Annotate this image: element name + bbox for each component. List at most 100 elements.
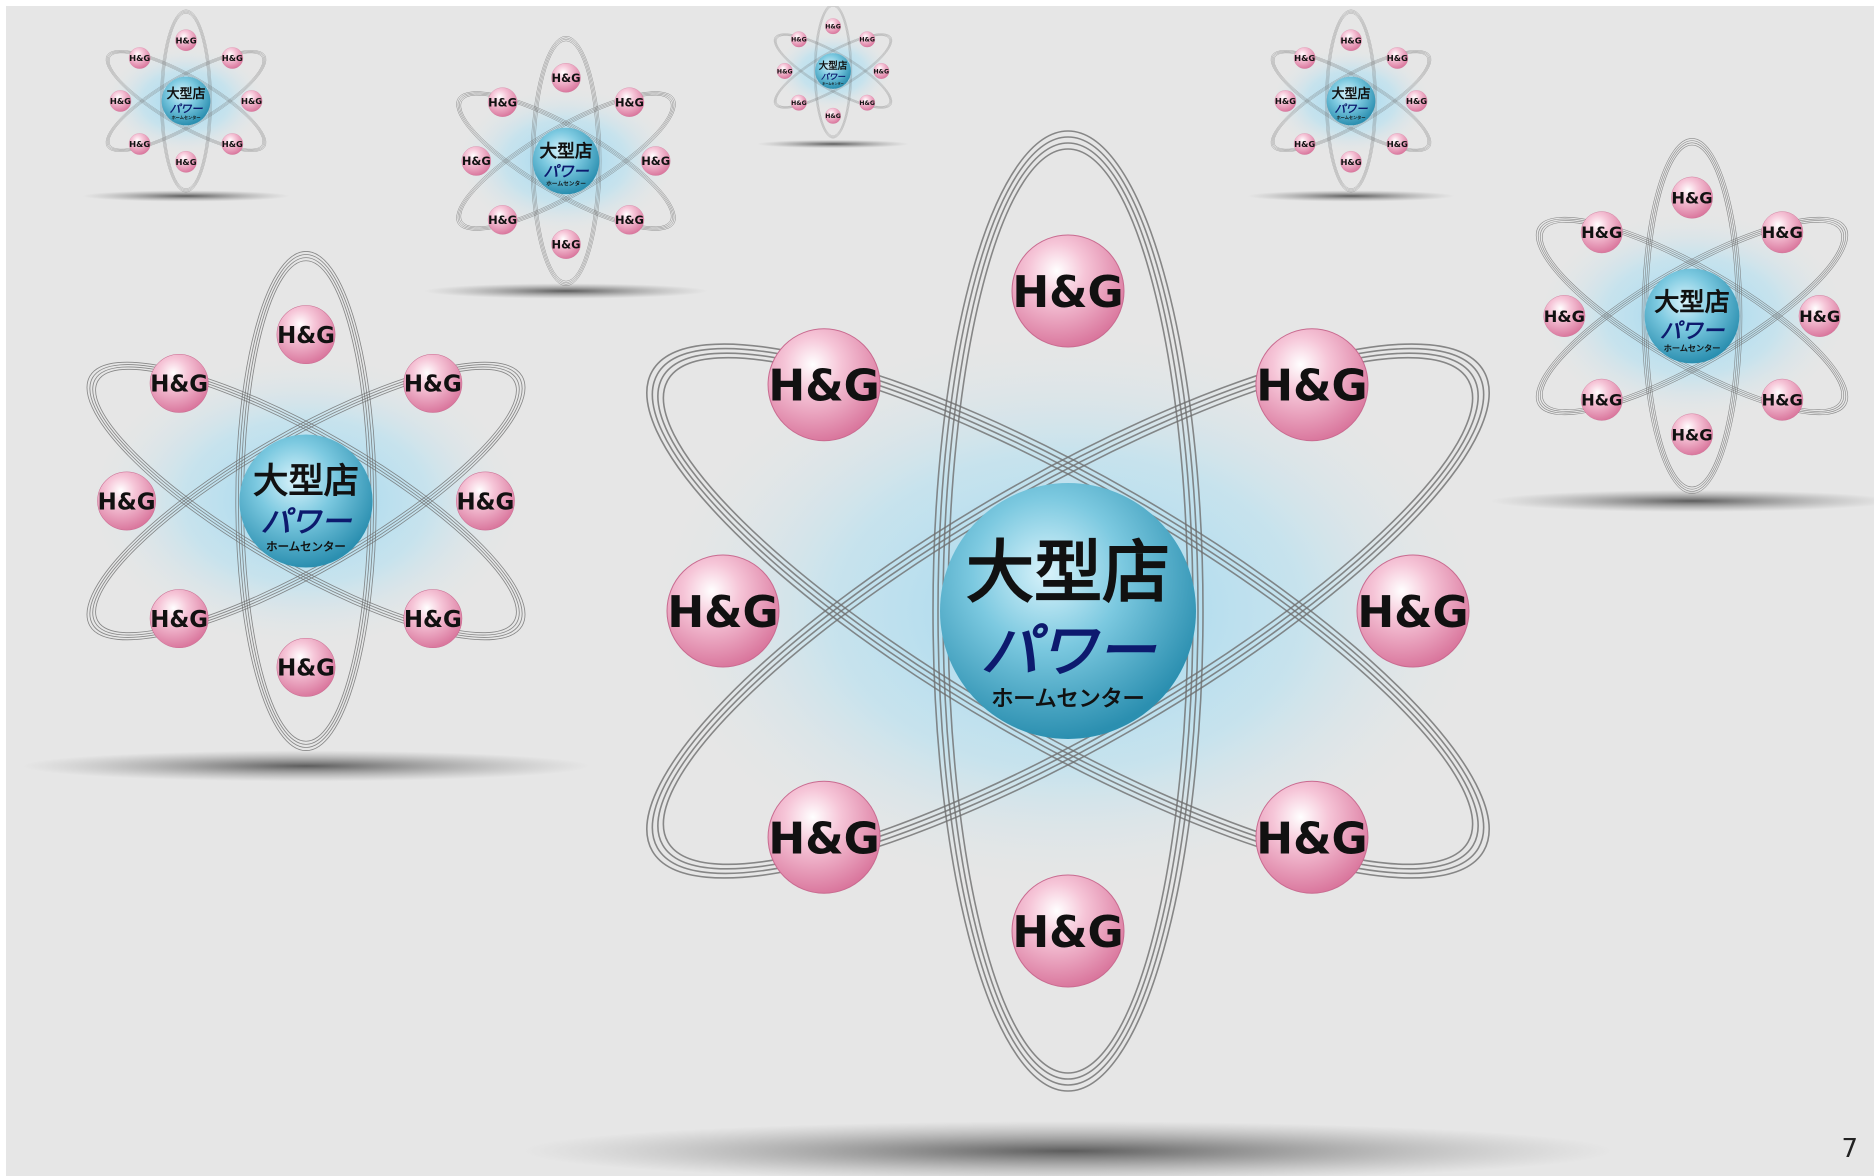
nucleus-sphere [940,483,1196,739]
electron-label: H&G [859,37,875,44]
nucleus-title: 大型店 [1332,86,1371,102]
orbit-ring [1270,50,1432,152]
orbit-ring [774,34,892,108]
electron-ball [128,133,151,155]
nucleus-title: 大型店 [1654,287,1729,316]
orbit-ring [814,6,852,138]
electron-label: H&G [641,154,670,168]
electron-sphere: H&G [1761,211,1804,254]
electron-ball [776,63,793,79]
electron-sphere: H&G [221,47,244,69]
orbit-ring [1537,218,1847,414]
atom-shadow [1247,190,1455,202]
nucleus-sphere [1326,76,1376,126]
electron-ball [859,94,876,111]
electron-sphere: H&G [1386,47,1409,69]
electron-sphere: H&G [461,146,491,176]
electron-label: H&G [768,813,879,864]
electron-sphere: H&G [1293,133,1316,155]
electron-label: H&G [175,157,196,167]
electron-ball [403,589,463,649]
electron-label: H&G [456,489,514,515]
electron-label: H&G [859,100,875,107]
electron-ball [456,471,515,531]
electron-label: H&G [1256,813,1367,864]
electron-sphere: H&G [790,94,807,111]
nucleus-sphere [815,53,851,89]
electron-sphere: H&G [487,87,518,117]
electron-sphere: H&G [825,18,841,35]
electron-label: H&G [241,96,262,106]
orbit-ring [105,50,267,152]
electron-sphere: H&G [873,63,890,79]
orbit-ring [646,343,1490,879]
nucleus-sphere [1644,268,1740,364]
electron-sphere: H&G [825,107,841,124]
orbit-ring [1270,50,1432,152]
electron-label: H&G [1256,361,1367,412]
electron-ball [487,205,518,235]
electron-ball [109,90,132,112]
orbit-ring [86,361,526,641]
electron-label: H&G [1012,267,1123,318]
electron-label: H&G [1762,391,1803,410]
nucleus-brand: パワー [1334,102,1368,115]
electron-sphere: H&G [1255,328,1369,442]
orbit-ring [105,50,267,152]
electron-label: H&G [129,53,150,63]
electron-label: H&G [825,113,841,120]
orbit-ring [1641,138,1743,494]
orbit-ring [1325,9,1377,193]
electron-ball [1580,211,1623,254]
electron-sphere: H&G [1293,47,1316,69]
electron-ball [487,87,518,117]
electron-ball [1405,90,1428,112]
orbit-ring [237,254,375,748]
electron-ball [1255,780,1369,894]
electron-sphere: H&G [175,151,197,173]
orbit-ring [773,33,893,109]
electron-ball [641,146,671,176]
electron-label: H&G [552,237,581,251]
electron-label: H&G [1544,307,1585,326]
electron-ball [461,146,491,176]
electron-label: H&G [110,96,131,106]
electron-ball [1671,413,1713,456]
electron-sphere: H&G [1255,780,1369,894]
electron-ball [1798,295,1841,337]
orbit-ring [457,92,675,230]
orbit-ring [89,364,523,638]
nucleus-subtitle: ホームセンター [1337,114,1366,120]
nucleus-brand: パワー [169,102,203,115]
electron-ball [614,205,645,235]
electron-ball [149,589,209,649]
orbit-ring [1537,218,1847,414]
electron-sphere: H&G [128,47,151,69]
atom-shadow [522,1121,1614,1176]
electron-label: H&G [791,100,807,107]
electron-label: H&G [825,23,841,30]
electron-ball [1340,29,1362,51]
nucleus-brand: パワー [1660,319,1726,344]
electron-sphere: H&G [403,353,463,413]
electron-ball [221,133,244,155]
electron-sphere: H&G [1671,176,1713,219]
electron-ball [1293,133,1316,155]
electron-sphere: H&G [641,146,671,176]
electron-label: H&G [1387,139,1408,149]
nucleus-subtitle: ホームセンター [266,539,346,553]
electron-label: H&G [667,587,778,638]
electron-sphere: H&G [1798,295,1841,337]
electron-ball [1671,176,1713,219]
electron-sphere: H&G [551,63,581,93]
electron-sphere: H&G [149,589,209,649]
electron-sphere: H&G [97,471,156,531]
